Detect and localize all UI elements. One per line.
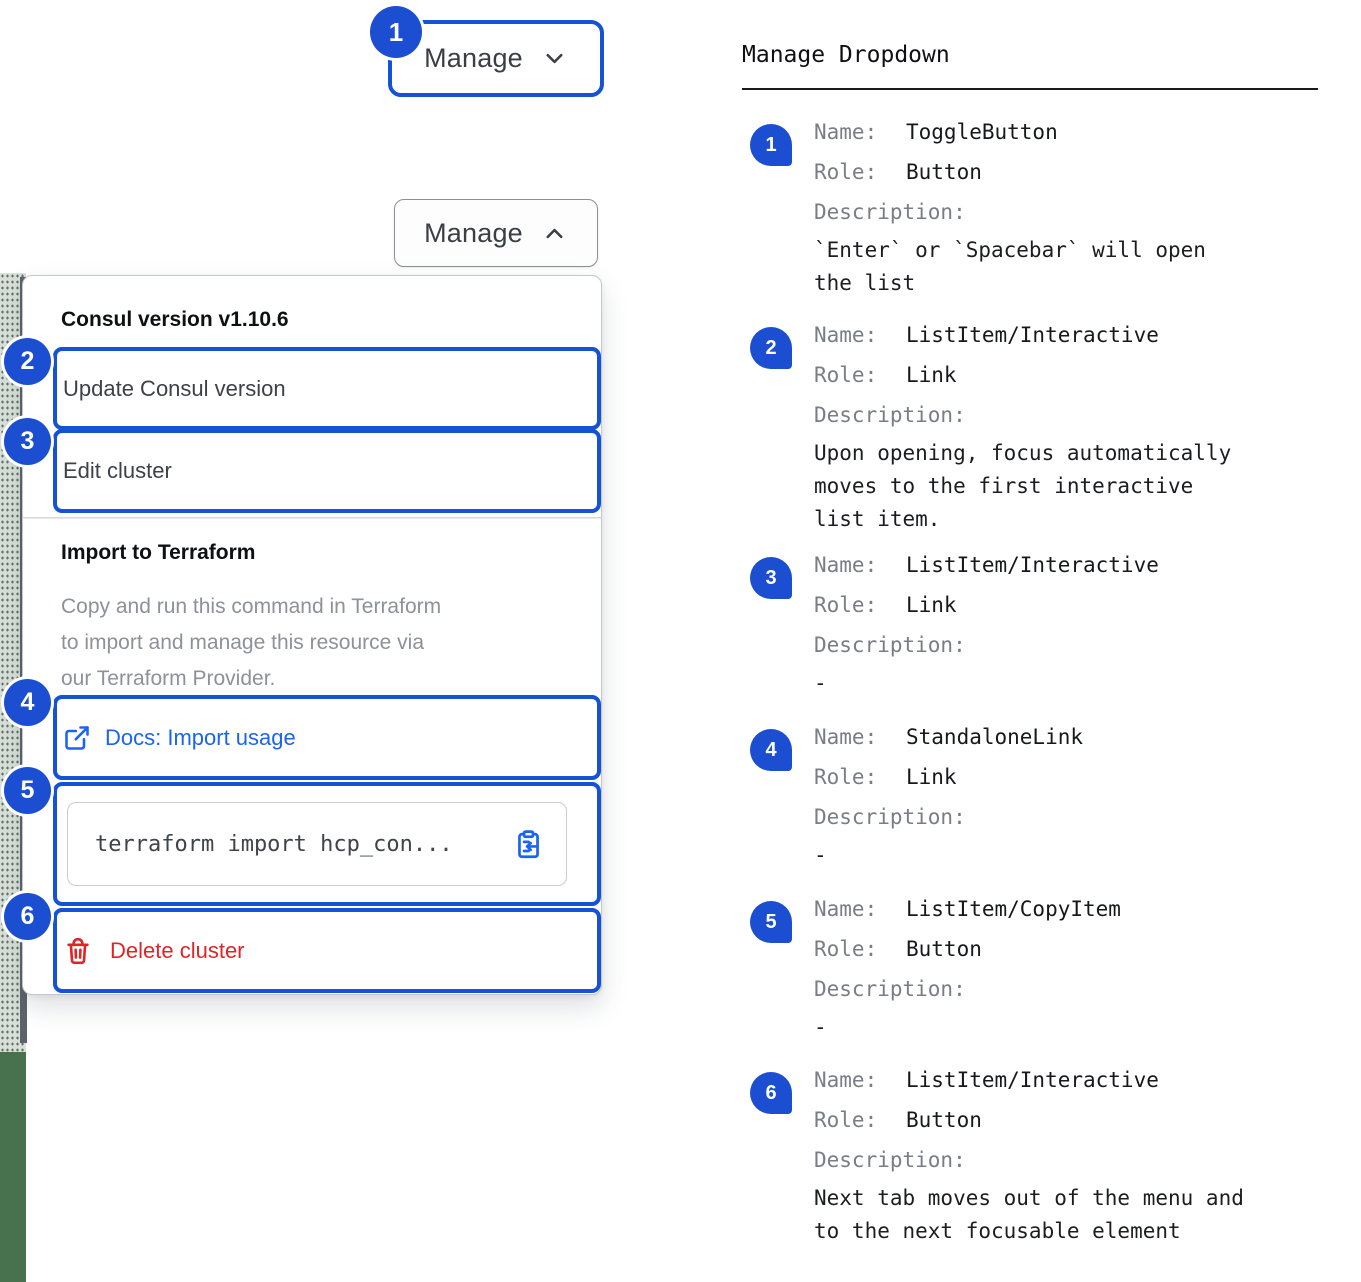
name-label: Name: xyxy=(814,1068,878,1092)
badge-number: 3 xyxy=(765,566,777,589)
spec-badge-5: 5 xyxy=(750,901,792,943)
badge-number: 2 xyxy=(20,347,35,375)
badge-number: 4 xyxy=(20,688,35,716)
manage-toggle-button-open[interactable]: Manage xyxy=(394,199,598,267)
spec-title: Manage Dropdown xyxy=(742,42,950,68)
description-value: - xyxy=(814,1015,827,1039)
badge-number: 3 xyxy=(20,427,35,455)
description-value: `Enter` or `Spacebar` will open the list xyxy=(814,238,1206,295)
menu-item-edit-cluster[interactable]: Edit cluster xyxy=(53,429,601,513)
description-value: Upon opening, focus automatically moves … xyxy=(814,441,1232,531)
name-value: ListItem/Interactive xyxy=(906,323,1159,347)
update-consul-version-label: Update Consul version xyxy=(63,375,286,401)
trash-icon xyxy=(67,937,89,964)
manage-toggle-label: Manage xyxy=(424,43,523,73)
role-value: Button xyxy=(906,160,982,184)
docs-import-usage-link[interactable]: Docs: Import usage xyxy=(105,724,296,750)
role-value: Link xyxy=(906,765,957,789)
delete-cluster-label: Delete cluster xyxy=(110,937,245,963)
external-link-icon xyxy=(65,725,89,750)
name-value: ListItem/Interactive xyxy=(906,553,1159,577)
manage-dropdown-menu: Consul version v1.10.6 Update Consul ver… xyxy=(22,275,602,995)
role-label: Role: xyxy=(814,1108,878,1132)
annotation-badge-5: 5 xyxy=(4,767,51,814)
chevron-up-icon xyxy=(546,228,563,238)
role-value: Link xyxy=(906,363,957,387)
name-label: Name: xyxy=(814,323,878,347)
terraform-command-field[interactable]: terraform import hcp_con... xyxy=(67,802,567,886)
description-label: Description: xyxy=(814,1148,966,1172)
menu-item-delete-cluster[interactable]: Delete cluster xyxy=(53,908,601,993)
consul-version-header: Consul version v1.10.6 xyxy=(61,308,289,331)
spec-badge-2: 2 xyxy=(750,327,792,369)
annotation-badge-4: 4 xyxy=(4,679,51,726)
role-label: Role: xyxy=(814,593,878,617)
chevron-down-icon xyxy=(546,53,563,64)
manage-toggle-button-closed[interactable]: Manage xyxy=(388,20,604,97)
badge-number: 5 xyxy=(765,910,777,933)
badge-number: 6 xyxy=(765,1081,777,1104)
description-label: Description: xyxy=(814,403,966,427)
role-value: Button xyxy=(906,1108,982,1132)
role-label: Role: xyxy=(814,937,878,961)
clipboard-copy-icon[interactable] xyxy=(513,829,544,860)
manage-toggle-label-open: Manage xyxy=(424,217,523,248)
description-value: - xyxy=(814,843,827,867)
spec-badge-1: 1 xyxy=(750,124,792,166)
role-value: Link xyxy=(906,593,957,617)
annotation-badge-6: 6 xyxy=(4,893,51,940)
name-value: StandaloneLink xyxy=(906,725,1084,749)
menu-separator xyxy=(23,517,601,518)
description-value: - xyxy=(814,671,827,695)
menu-item-update-consul-version[interactable]: Update Consul version xyxy=(53,347,601,430)
name-value: ListItem/CopyItem xyxy=(906,897,1121,921)
name-label: Name: xyxy=(814,553,878,577)
spec-column: Manage Dropdown 1 Name: ToggleButton Role… xyxy=(742,0,1342,1282)
role-label: Role: xyxy=(814,765,878,789)
name-label: Name: xyxy=(814,725,878,749)
annotation-badge-3: 3 xyxy=(4,418,51,465)
role-label: Role: xyxy=(814,363,878,387)
annotation-badge-2: 2 xyxy=(4,338,51,385)
edit-cluster-label: Edit cluster xyxy=(63,458,172,483)
description-label: Description: xyxy=(814,805,966,829)
name-value: ToggleButton xyxy=(906,120,1058,144)
description-value: Next tab moves out of the menu and to th… xyxy=(814,1186,1244,1243)
description-label: Description: xyxy=(814,200,966,224)
name-value: ListItem/Interactive xyxy=(906,1068,1159,1092)
role-value: Button xyxy=(906,937,982,961)
description-label: Description: xyxy=(814,633,966,657)
role-label: Role: xyxy=(814,160,878,184)
name-label: Name: xyxy=(814,120,878,144)
badge-number: 1 xyxy=(765,133,777,156)
menu-item-docs-import-usage[interactable]: Docs: Import usage xyxy=(53,695,601,780)
menu-item-copy-command[interactable]: terraform import hcp_con... xyxy=(53,782,601,906)
badge-number: 4 xyxy=(765,738,777,761)
import-to-terraform-header: Import to Terraform xyxy=(61,541,256,564)
name-label: Name: xyxy=(814,897,878,921)
import-description: Copy and run this command in Terraform t… xyxy=(61,595,442,690)
badge-number: 1 xyxy=(388,16,404,47)
annotation-badge-1: 1 xyxy=(370,6,422,58)
spec-title-rule xyxy=(742,88,1318,90)
spec-badge-4: 4 xyxy=(750,729,792,771)
spec-badge-3: 3 xyxy=(750,557,792,599)
spec-badge-6: 6 xyxy=(750,1072,792,1114)
description-label: Description: xyxy=(814,977,966,1001)
badge-number: 6 xyxy=(20,902,35,930)
terraform-command-text: terraform import hcp_con... xyxy=(95,831,453,857)
badge-number: 2 xyxy=(765,336,777,359)
badge-number: 5 xyxy=(20,776,35,804)
